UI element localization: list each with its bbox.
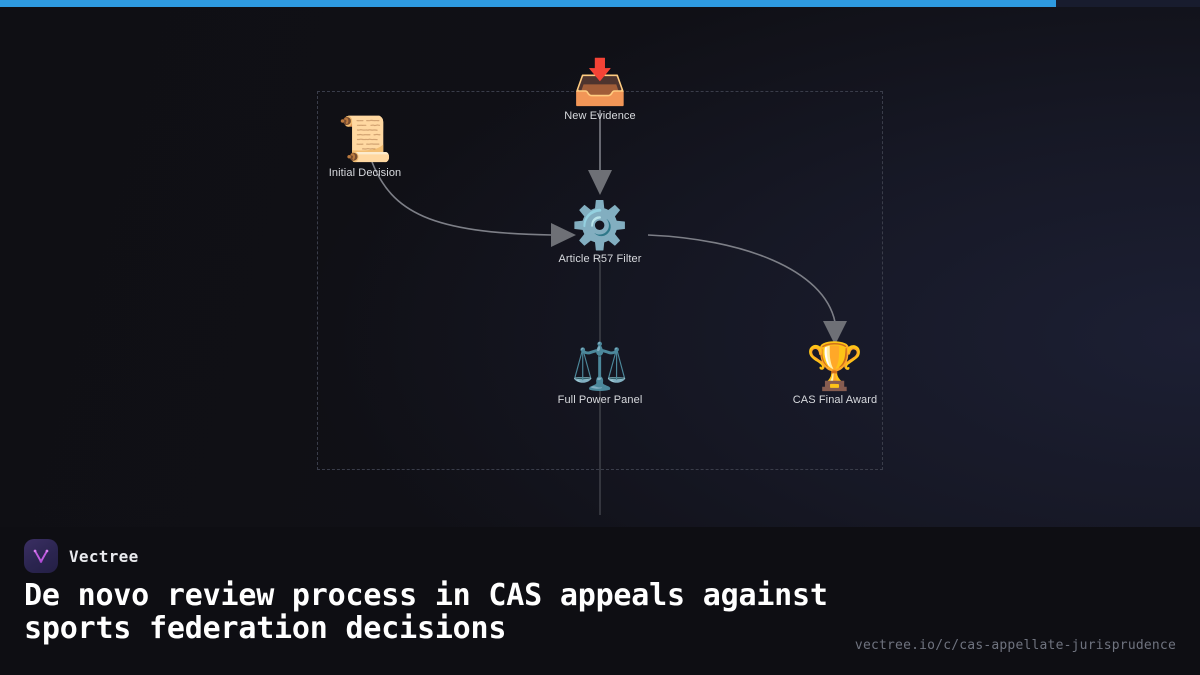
graph-node-new-evidence[interactable]: 📥 New Evidence bbox=[525, 57, 675, 123]
graph-node-initial-decision[interactable]: 📜 Initial Decision bbox=[290, 114, 440, 180]
scroll-icon: 📜 bbox=[337, 114, 393, 165]
graph-node-cas-final-award[interactable]: 🏆 CAS Final Award bbox=[760, 343, 910, 406]
balance-scale-icon: ⚖️ bbox=[571, 339, 629, 393]
trophy-icon: 🏆 bbox=[806, 339, 864, 393]
graph-node-label: CAS Final Award bbox=[792, 394, 878, 406]
graph-node-full-power-panel[interactable]: ⚖️ Full Power Panel bbox=[525, 343, 675, 406]
page-title: De novo review process in CAS appeals ag… bbox=[24, 578, 828, 646]
brand-name: Vectree bbox=[69, 546, 139, 566]
footer-bar: Vectree De novo review process in CAS ap… bbox=[0, 527, 1200, 675]
inbox-tray-icon: 📥 bbox=[572, 57, 628, 108]
edge-initial-decision-to-filter bbox=[371, 161, 553, 236]
graph-node-label: New Evidence bbox=[564, 110, 636, 122]
brand[interactable]: Vectree bbox=[24, 539, 139, 573]
gear-icon: ⚙️ bbox=[571, 198, 629, 252]
graph-node-label: Initial Decision bbox=[328, 167, 402, 179]
graph-edges bbox=[371, 110, 847, 515]
graph-node-label: Full Power Panel bbox=[557, 394, 643, 406]
progress-bar-fill bbox=[0, 0, 1056, 7]
arrowhead-down-filter bbox=[588, 170, 612, 195]
arrowhead-right-filter bbox=[551, 223, 576, 247]
site-url: vectree.io/c/cas-appellate-jurisprudence bbox=[854, 638, 1176, 653]
graph-canvas[interactable]: 📥 New Evidence 📜 Initial Decision ⚙️ Art… bbox=[0, 7, 1200, 527]
graph-node-article-r57-filter[interactable]: ⚙️ Article R57 Filter bbox=[525, 202, 675, 265]
graph-node-label: Article R57 Filter bbox=[558, 253, 642, 265]
progress-bar-track bbox=[0, 0, 1200, 7]
vectree-logo-icon bbox=[24, 539, 58, 573]
arrowhead-down-final-award bbox=[823, 321, 847, 345]
edge-filter-to-final-award bbox=[647, 234, 836, 323]
